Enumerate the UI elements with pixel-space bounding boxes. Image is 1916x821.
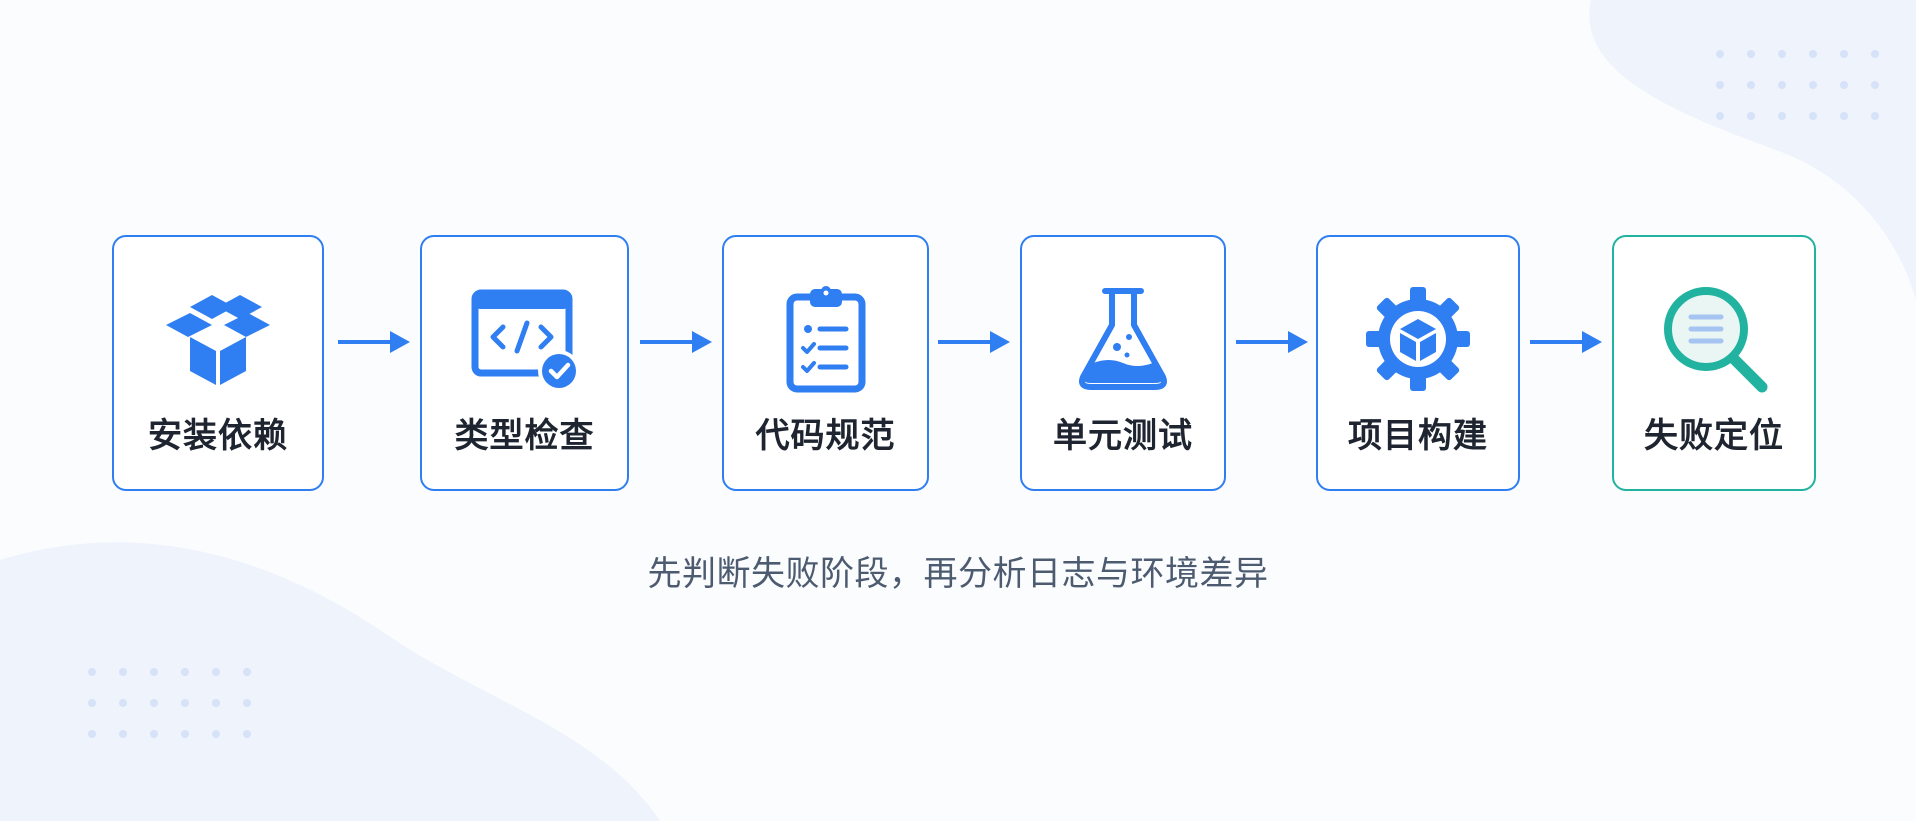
dot <box>1778 81 1786 89</box>
dot-grid-top-right <box>1716 50 1879 120</box>
dot <box>212 730 220 738</box>
dot <box>119 668 127 676</box>
stage-label: 项目构建 <box>1348 416 1488 456</box>
dot <box>212 668 220 676</box>
dot <box>88 730 96 738</box>
stage-label: 安装依赖 <box>148 416 288 456</box>
dot <box>1778 50 1786 58</box>
clipboard-checklist-icon <box>768 281 884 397</box>
caption: 先判断失败阶段，再分析日志与环境差异 <box>647 554 1269 594</box>
background-blob-bottom-left <box>0 542 660 821</box>
dot <box>1871 81 1879 89</box>
flow-arrow <box>338 329 410 355</box>
dot <box>1716 50 1724 58</box>
dot <box>181 668 189 676</box>
flow-arrow <box>1236 329 1308 355</box>
dot <box>1716 81 1724 89</box>
dot <box>119 699 127 707</box>
stage-label: 失败定位 <box>1644 416 1784 456</box>
dot <box>243 699 251 707</box>
dot <box>243 730 251 738</box>
dot <box>150 699 158 707</box>
flask-icon <box>1065 281 1181 397</box>
dot <box>1716 112 1724 120</box>
flow-arrow <box>938 329 1010 355</box>
gear-cube-icon <box>1360 281 1476 397</box>
dot <box>1747 50 1755 58</box>
stage-unit-tests: 单元测试 <box>1020 235 1226 491</box>
dot <box>88 699 96 707</box>
dot <box>243 668 251 676</box>
dot <box>181 699 189 707</box>
dot-grid-bottom-left <box>88 668 251 738</box>
dot <box>1871 112 1879 120</box>
dot <box>1840 50 1848 58</box>
dot <box>1871 50 1879 58</box>
dot <box>88 668 96 676</box>
dot <box>1809 112 1817 120</box>
stage-project-build: 项目构建 <box>1316 235 1520 491</box>
stage-failure-location: 失败定位 <box>1612 235 1816 491</box>
dot <box>150 668 158 676</box>
stage-code-style: 代码规范 <box>722 235 929 491</box>
dot <box>1747 112 1755 120</box>
dot <box>212 699 220 707</box>
stage-label: 代码规范 <box>755 416 896 456</box>
dot <box>1809 81 1817 89</box>
flow-arrow <box>640 329 712 355</box>
dot <box>150 730 158 738</box>
dot <box>119 730 127 738</box>
stage-install-dependencies: 安装依赖 <box>112 235 324 491</box>
dot <box>1778 112 1786 120</box>
code-window-check-icon <box>467 281 583 397</box>
dot <box>181 730 189 738</box>
open-box-icon <box>160 281 276 397</box>
flow-arrow <box>1530 329 1602 355</box>
magnifier-icon <box>1656 281 1772 397</box>
stage-label: 类型检查 <box>454 416 595 456</box>
stage-label: 单元测试 <box>1053 416 1193 456</box>
dot <box>1809 50 1817 58</box>
dot <box>1840 112 1848 120</box>
stage-type-check: 类型检查 <box>420 235 629 491</box>
dot <box>1840 81 1848 89</box>
dot <box>1747 81 1755 89</box>
background-blob-top-right <box>1589 0 1916 300</box>
